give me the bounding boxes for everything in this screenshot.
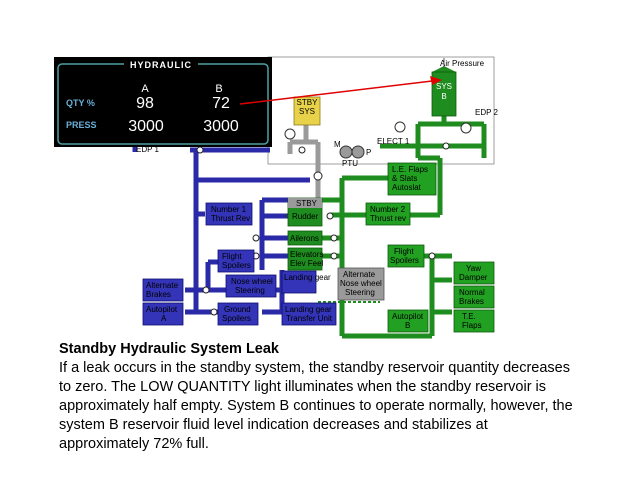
component-number-1-thrust-rev: Number 1 Thrust Rev: [205, 202, 253, 226]
alt-nose-label-2: Nose wheel: [340, 279, 382, 288]
indicator-arrow-head: [430, 76, 442, 85]
alt-nose-label-1: Alternate: [343, 270, 376, 279]
component-stby-rudder: STBY Rudder: [287, 197, 323, 227]
le-flaps-label-2: & Slats: [392, 174, 417, 183]
autopilot-a-label-1: Autopilot: [146, 305, 178, 314]
air-pressure-label: Air Pressure: [440, 59, 485, 68]
num2-label-1: Number 2: [370, 205, 406, 214]
sys-b-label-2: B: [441, 92, 446, 101]
component-flight-spoilers-left: Flight Spoilers: [217, 249, 255, 273]
elevators-label-2: Elev Feel: [290, 259, 324, 268]
component-alternate-nose-wheel-steering: Alternate Nose wheel Steering: [337, 267, 385, 301]
flight-spoilers-l-label-2: Spoilers: [222, 261, 251, 270]
rudder-label: Rudder: [292, 212, 319, 221]
caption-title: Standby Hydraulic System Leak: [59, 341, 279, 357]
display-qty-label: QTY %: [66, 98, 95, 108]
num1-label-1: Number 1: [211, 205, 247, 214]
component-elevators: Elevators Elev Feel: [287, 247, 324, 271]
ptu-icon: M P PTU: [334, 140, 371, 168]
lg-transfer-label-2: Transfer Unit: [286, 314, 333, 323]
display-press-a: 3000: [128, 118, 164, 135]
lg-transfer-label-1: Landing gear: [285, 305, 332, 314]
nose-wheel-label-2: Steering: [235, 286, 265, 295]
component-te-flaps: T.E. Flaps: [453, 309, 495, 333]
sys-b-reservoir: SYS B: [431, 66, 457, 117]
stby-pump-icon: [284, 128, 296, 140]
elect1-label: ELECT 1: [377, 137, 410, 146]
flight-spoilers-r-label-1: Flight: [394, 247, 414, 256]
ground-spoilers-label-2: Spoilers: [222, 314, 251, 323]
display-col-b: B: [215, 83, 222, 95]
ground-spoilers-label-1: Ground: [224, 305, 251, 314]
le-flaps-label-3: Autoslat: [392, 183, 422, 192]
nose-wheel-label-1: Nose wheel: [231, 277, 273, 286]
component-autopilot-a: Autopilot A: [142, 302, 184, 326]
display-col-a: A: [141, 83, 149, 95]
component-autopilot-b: Autopilot B: [387, 309, 429, 333]
normal-brakes-label-1: Normal: [459, 288, 485, 297]
sys-b-label-1: SYS: [436, 82, 452, 91]
component-landing-gear-transfer-unit: Landing gear Transfer Unit: [281, 302, 337, 326]
num1-label-2: Thrust Rev: [211, 214, 250, 223]
alt-brakes-label-2: Brakes: [146, 290, 171, 299]
normal-brakes-label-2: Brakes: [459, 297, 484, 306]
elevators-label-1: Elevators: [290, 250, 323, 259]
indicator-arrow-line: [239, 80, 433, 105]
edp1-label: EDP 1: [136, 145, 160, 154]
stby-sys-label-2: SYS: [299, 107, 315, 116]
m-label: M: [334, 140, 341, 149]
stby-reservoir: STBY SYS: [293, 96, 321, 126]
le-flaps-label-1: L.E. Flaps: [392, 165, 428, 174]
yaw-damper-label-2: Damper: [459, 273, 488, 282]
display-qty-a: 98: [136, 95, 154, 112]
stby-rudder-label: STBY: [296, 199, 318, 208]
ailerons-label: Ailerons: [290, 234, 319, 243]
te-flaps-label-2: Flaps: [462, 321, 482, 330]
component-number-2-thrust-rev: Number 2 Thrust rev: [365, 202, 411, 226]
alt-brakes-label-1: Alternate: [146, 281, 179, 290]
component-normal-brakes: Normal Brakes: [453, 285, 495, 309]
component-ailerons: Ailerons: [287, 230, 323, 246]
edp2-label: EDP 2: [475, 108, 499, 117]
p-label: P: [366, 148, 371, 157]
autopilot-b-label-1: Autopilot: [392, 312, 424, 321]
component-flight-spoilers-right: Flight Spoilers: [387, 244, 425, 268]
caption: Standby Hydraulic System Leak If a leak …: [59, 340, 579, 454]
flight-spoilers-r-label-2: Spoilers: [390, 256, 419, 265]
autopilot-b-label-2: B: [405, 321, 410, 330]
system-a-lines: [132, 147, 310, 315]
edp2-pump-icon: EDP 2: [460, 108, 499, 134]
hydraulic-display: HYDRAULIC A B QTY % PRESS 98 72 3000 300…: [54, 57, 272, 147]
elect1-pump-icon: ELECT 1: [377, 121, 410, 146]
ptu-label: PTU: [342, 159, 358, 168]
stby-sys-label-1: STBY: [297, 98, 319, 107]
autopilot-a-label-2: A: [161, 314, 167, 323]
caption-body: If a leak occurs in the standby system, …: [59, 360, 573, 452]
flight-spoilers-l-label-1: Flight: [222, 252, 242, 261]
component-ground-spoilers: Ground Spoilers: [217, 302, 259, 326]
component-nose-wheel-steering: Nose wheel Steering: [225, 274, 277, 298]
component-yaw-damper: Yaw Damper: [453, 261, 495, 285]
display-press-label: PRESS: [66, 120, 97, 130]
display-press-b: 3000: [203, 118, 239, 135]
component-landing-gear: Landing gear: [281, 270, 331, 294]
landing-gear-label: Landing gear: [284, 273, 331, 282]
te-flaps-label-1: T.E.: [462, 312, 476, 321]
component-le-flaps: L.E. Flaps & Slats Autoslat: [387, 162, 437, 196]
display-qty-b: 72: [212, 95, 230, 112]
display-title: HYDRAULIC: [130, 60, 192, 70]
alt-nose-label-3: Steering: [345, 288, 375, 297]
component-alternate-brakes: Alternate Brakes: [142, 278, 184, 302]
yaw-damper-label-1: Yaw: [466, 264, 481, 273]
num2-label-2: Thrust rev: [370, 214, 406, 223]
